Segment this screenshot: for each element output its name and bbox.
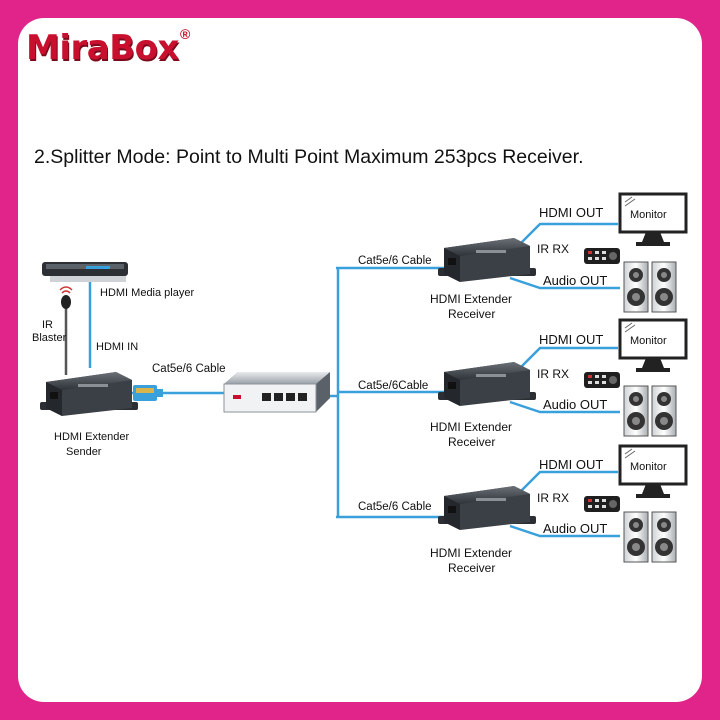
ir-rx-label: IR RX [537, 491, 569, 505]
receiver-extender [438, 238, 536, 282]
ir-rx-label: IR RX [537, 367, 569, 381]
sender-cable-label: Cat5e/6 Cable [152, 363, 226, 375]
speaker-icon [651, 385, 677, 437]
brand-logo: MiraBox [26, 28, 179, 68]
receiver-group-1: Cat5e/6 Cable HDMI OUT IR RX Audio OUT M… [358, 192, 688, 321]
receiver-label-2: Receiver [448, 435, 495, 449]
media-player [42, 262, 128, 282]
speaker-icon [651, 511, 677, 563]
network-switch [223, 372, 330, 413]
receiver-label-1: HDMI Extender [430, 420, 512, 434]
sender-label-1: HDMI Extender [54, 431, 130, 443]
receiver-group-3: Cat5e/6 Cable HDMI OUT IR RX Audio OUT M… [358, 444, 688, 575]
ir-blaster-label-2: Blaster [32, 332, 67, 344]
receiver-label-2: Receiver [448, 307, 495, 321]
receiver-label-1: HDMI Extender [430, 546, 512, 560]
hdmi-in-label: HDMI IN [96, 341, 138, 353]
page-title: 2.Splitter Mode: Point to Multi Point Ma… [34, 146, 584, 168]
ir-blaster-icon [59, 286, 73, 309]
monitor-label: Monitor [630, 461, 667, 473]
hdmi-out-label: HDMI OUT [539, 457, 603, 472]
speaker-icon [623, 261, 649, 313]
receiver-label-1: HDMI Extender [430, 292, 512, 306]
receiver-extender [438, 362, 536, 406]
audio-out-label: Audio OUT [543, 397, 607, 412]
hdmi-out-label: HDMI OUT [539, 332, 603, 347]
remote-icon [584, 496, 620, 512]
registered-mark: ® [180, 26, 191, 42]
remote-icon [584, 372, 620, 388]
monitor-label: Monitor [630, 209, 667, 221]
hdmi-out-label: HDMI OUT [539, 205, 603, 220]
receiver-cable-label: Cat5e/6Cable [358, 380, 428, 392]
speaker-icon [623, 385, 649, 437]
sender-extender [40, 372, 138, 416]
media-player-label: HDMI Media player [100, 287, 194, 299]
remote-icon [584, 248, 620, 264]
monitor-label: Monitor [630, 335, 667, 347]
receiver-cable-label: Cat5e/6 Cable [358, 255, 432, 267]
receiver-group-2: Cat5e/6Cable HDMI OUT IR RX Audio OUT Mo… [358, 318, 688, 449]
ir-blaster-label-1: IR [42, 319, 53, 331]
receiver-extender [438, 486, 536, 530]
splitter-diagram: HDMI Media player IR Blaster HDMI IN HDM… [32, 192, 688, 575]
audio-out-label: Audio OUT [543, 273, 607, 288]
audio-out-label: Audio OUT [543, 521, 607, 536]
receiver-label-2: Receiver [448, 561, 495, 575]
speaker-icon [651, 261, 677, 313]
content-card: MiraBox ® 2.Splitter Mode: Point to Mult… [18, 18, 702, 702]
speaker-icon [623, 511, 649, 563]
sender-label-2: Sender [66, 446, 102, 458]
ir-rx-label: IR RX [537, 242, 569, 256]
rj45-plug-icon [133, 385, 163, 401]
receiver-cable-label: Cat5e/6 Cable [358, 501, 432, 513]
